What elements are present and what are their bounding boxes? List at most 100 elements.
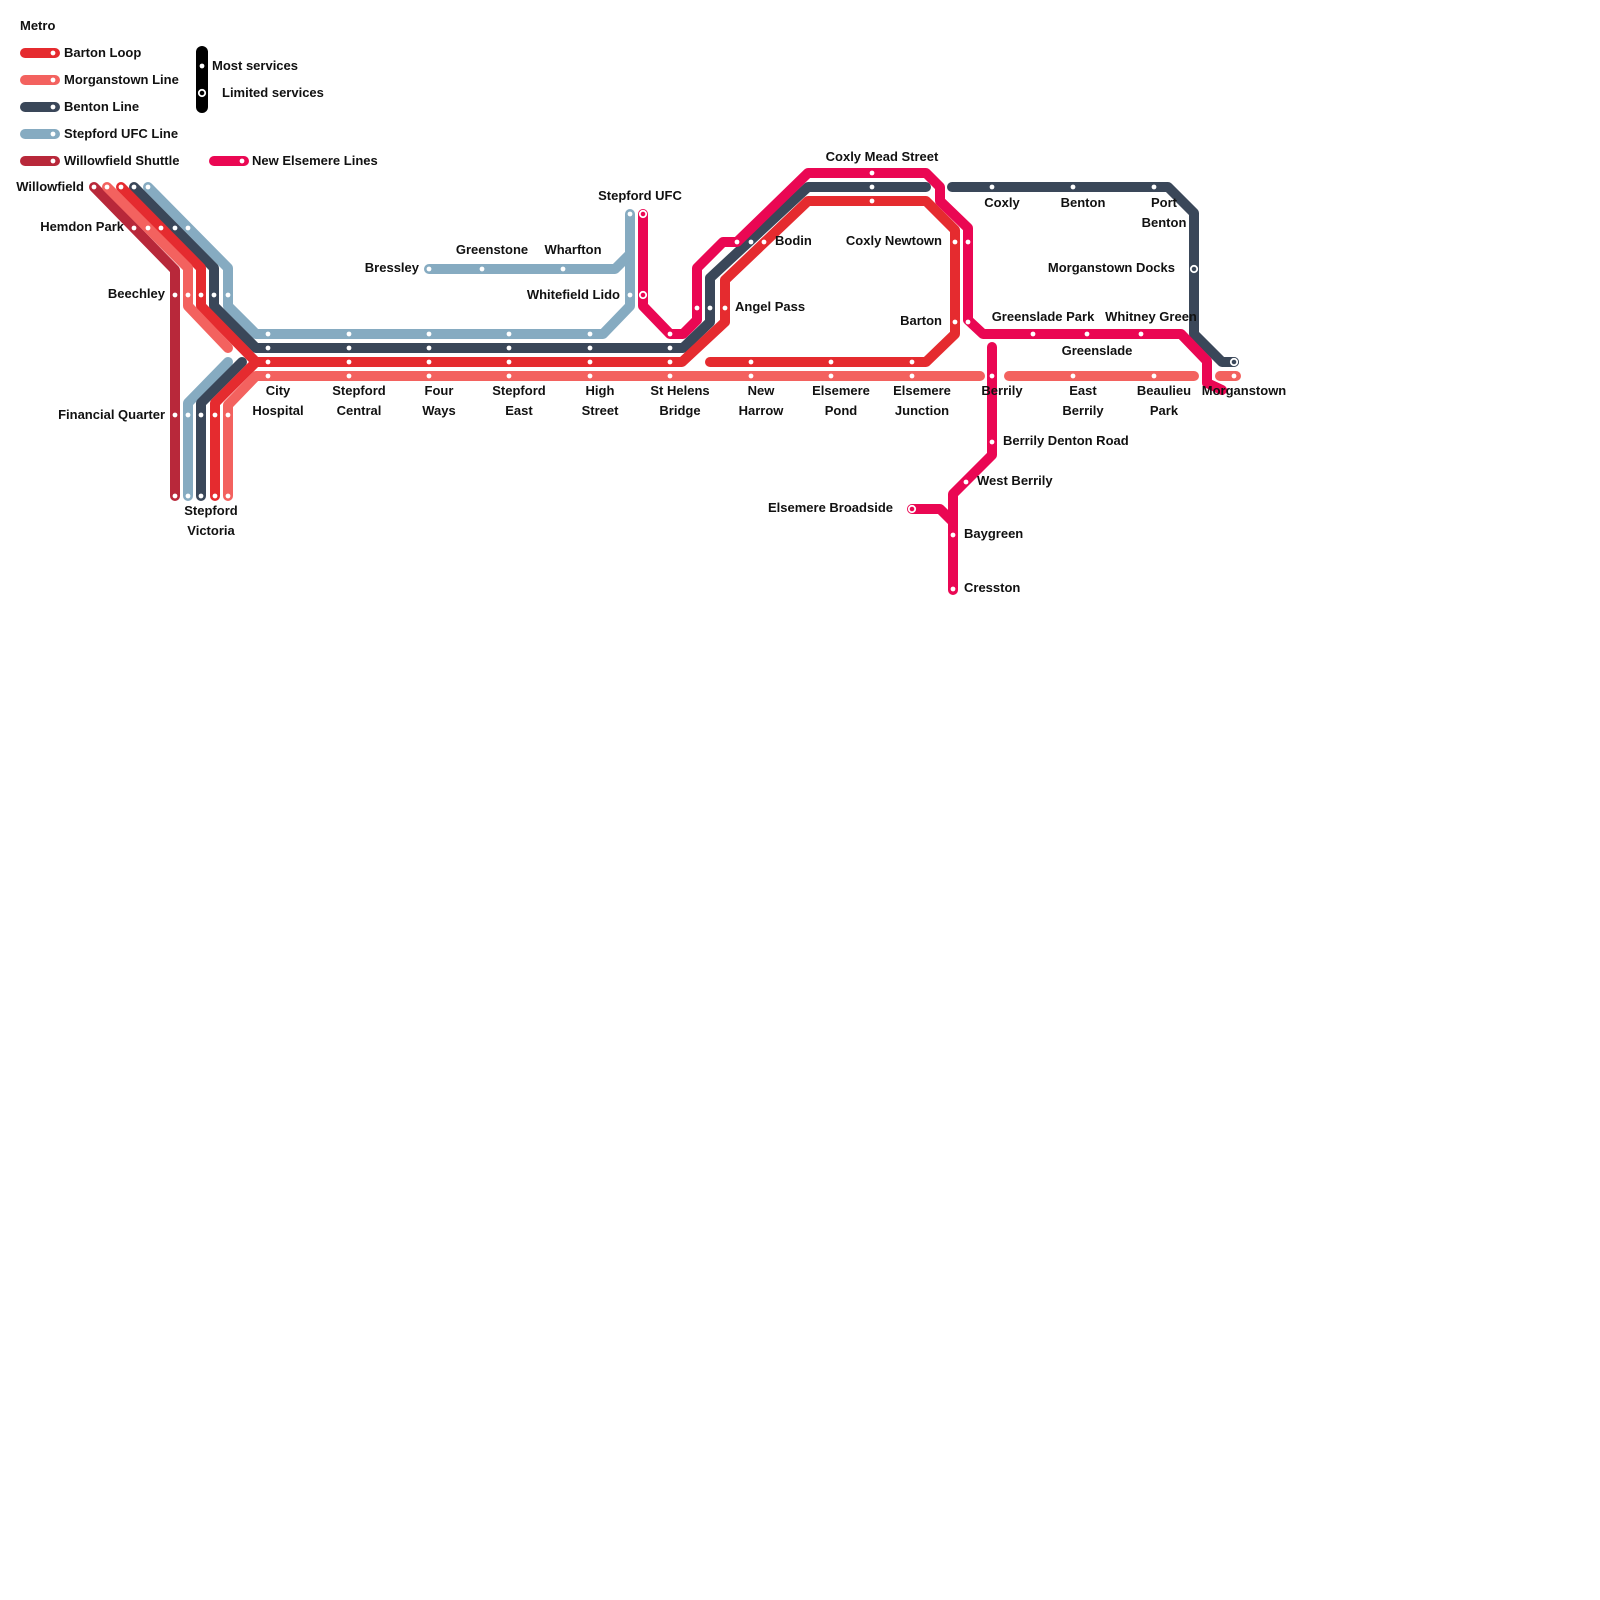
- station-dot: [104, 184, 110, 190]
- station-dot: [587, 331, 593, 337]
- station-dot: [1231, 373, 1237, 379]
- legend-service-types: Most services Limited services: [196, 46, 324, 113]
- station-dot: [479, 266, 485, 272]
- legend-swatch-dot: [50, 158, 56, 164]
- station-dot: [198, 292, 204, 298]
- station-dot: [212, 412, 218, 418]
- new-elsemere-route-broadside: [907, 504, 958, 527]
- limited-station-whitefield-lido: [638, 290, 648, 300]
- station-label-beaulieu-park-1: Beaulieu: [1137, 383, 1191, 398]
- station-dot: [952, 239, 958, 245]
- station-label-east-berrily-1: East: [1069, 383, 1097, 398]
- station-label-greenstone: Greenstone: [456, 242, 528, 257]
- station-dot: [667, 373, 673, 379]
- new-elsemere-route-main: [638, 168, 1227, 395]
- station-dot: [722, 305, 728, 311]
- station-label-new-harrow-1: New: [748, 383, 776, 398]
- legend-swatch-dot: [239, 158, 245, 164]
- station-dot: [627, 292, 633, 298]
- station-label-benton: Benton: [1061, 195, 1106, 210]
- station-dot: [965, 319, 971, 325]
- station-dot: [989, 184, 995, 190]
- station-dot: [131, 225, 137, 231]
- willowfield-shuttle-route: [89, 182, 180, 501]
- station-dot: [989, 373, 995, 379]
- station-dot: [828, 373, 834, 379]
- station-label-bodin: Bodin: [775, 233, 812, 248]
- station-dot: [131, 184, 137, 190]
- station-label-stepford-victoria-2: Victoria: [187, 523, 235, 538]
- station-dot: [909, 359, 915, 365]
- station-label-port-benton-2: Benton: [1142, 215, 1187, 230]
- station-dot: [667, 345, 673, 351]
- station-label-elsemere-junction-2: Junction: [895, 403, 949, 418]
- station-dot: [426, 359, 432, 365]
- station-dot: [506, 359, 512, 365]
- station-dot: [172, 412, 178, 418]
- station-dot: [118, 184, 124, 190]
- legend-swatch-dot: [50, 131, 56, 137]
- limited-services-ring: [197, 88, 207, 98]
- station-dot: [426, 345, 432, 351]
- station-dot: [1138, 331, 1144, 337]
- stepford-ufc-route-bressley: [424, 249, 635, 274]
- station-dot: [212, 493, 218, 499]
- station-dot: [909, 373, 915, 379]
- station-label-greenslade-park: Greenslade Park: [992, 309, 1095, 324]
- station-dot: [145, 184, 151, 190]
- station-label-baygreen: Baygreen: [964, 526, 1023, 541]
- legend-limited-services: Limited services: [222, 85, 324, 100]
- legend-label: Stepford UFC Line: [64, 126, 178, 141]
- station-label-morganstown-docks: Morganstown Docks: [1048, 260, 1175, 275]
- station-label-city-hospital-1: City: [266, 383, 291, 398]
- station-dot: [198, 493, 204, 499]
- legend-item-benton-line: Benton Line: [20, 99, 139, 114]
- station-label-st-helens-bridge-2: Bridge: [659, 403, 700, 418]
- station-dot: [225, 292, 231, 298]
- station-dot: [667, 359, 673, 365]
- station-label-bressley: Bressley: [365, 260, 420, 275]
- benton-line-route: [129, 182, 931, 353]
- station-dot: [869, 184, 875, 190]
- legend-item-barton-loop: Barton Loop: [20, 45, 141, 60]
- station-dot: [950, 586, 956, 592]
- morganstown-terminus-ring-inner: [1229, 357, 1239, 367]
- station-dot: [734, 239, 740, 245]
- station-dot: [1084, 331, 1090, 337]
- limited-station-elsemere-broadside: [907, 504, 917, 514]
- station-label-coxly: Coxly: [984, 195, 1020, 210]
- station-dot: [91, 184, 97, 190]
- station-label-elsemere-broadside: Elsemere Broadside: [768, 500, 893, 515]
- station-dot: [265, 373, 271, 379]
- station-dot: [828, 359, 834, 365]
- station-label-greenslade: Greenslade: [1062, 343, 1133, 358]
- station-label-willowfield: Willowfield: [16, 179, 84, 194]
- station-label-city-hospital-2: Hospital: [252, 403, 303, 418]
- station-dot: [761, 239, 767, 245]
- morganstown-line-route-victoria: [223, 371, 275, 501]
- station-dot: [265, 331, 271, 337]
- station-dot: [185, 292, 191, 298]
- station-label-elsemere-junction-1: Elsemere: [893, 383, 951, 398]
- legend-label: New Elsemere Lines: [252, 153, 378, 168]
- barton-loop-route-victoria: [210, 357, 261, 501]
- station-label-berrily: Berrily: [981, 383, 1023, 398]
- station-label-whitefield-lido: Whitefield Lido: [527, 287, 620, 302]
- station-dot: [265, 359, 271, 365]
- station-dot: [1151, 184, 1157, 190]
- station-label-elsemere-pond-1: Elsemere: [812, 383, 870, 398]
- station-dot: [667, 331, 673, 337]
- station-dot: [506, 345, 512, 351]
- station-dot: [587, 359, 593, 365]
- station-dot: [506, 373, 512, 379]
- benton-line-route-victoria: [196, 357, 247, 501]
- station-dot: [172, 292, 178, 298]
- station-label-port-benton-1: Port: [1151, 195, 1178, 210]
- station-dot: [225, 412, 231, 418]
- station-label-new-harrow-2: Harrow: [739, 403, 785, 418]
- station-dot: [587, 345, 593, 351]
- station-label-four-ways-2: Ways: [422, 403, 455, 418]
- station-label-high-street-2: Street: [582, 403, 620, 418]
- most-services-dot: [199, 63, 205, 69]
